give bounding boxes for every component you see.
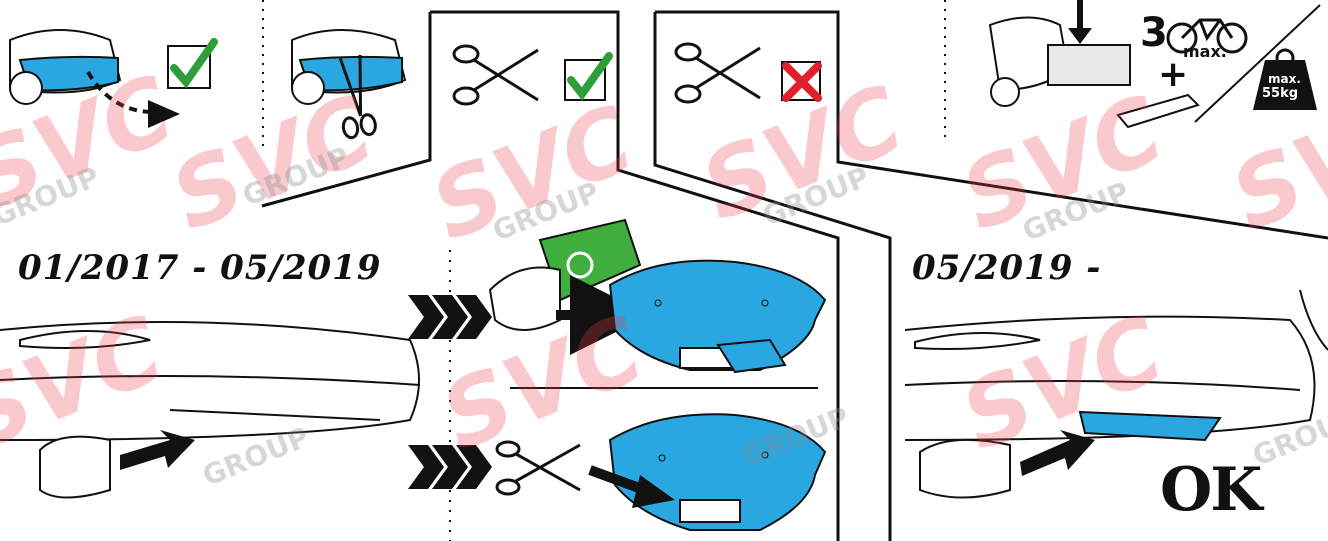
plus-sign: + <box>1158 54 1189 95</box>
rear-bumper-old <box>0 321 421 499</box>
chevrons-2 <box>408 445 492 489</box>
max-bikes-unit: max. <box>1183 42 1227 61</box>
date-range-new: 05/2019 - <box>912 248 1102 288</box>
checkmark-icon <box>564 52 613 101</box>
max-weight-label: max. <box>1268 72 1301 86</box>
bicycle-icon <box>1166 18 1248 54</box>
panel-frame-cut-no <box>655 10 1328 240</box>
blue-cover-piece-2 <box>608 413 827 531</box>
date-range-old: 01/2017 - 05/2019 <box>18 248 382 288</box>
max-weight-value: 55kg <box>1262 86 1299 101</box>
chevrons-1 <box>408 295 492 339</box>
car-rear-panel-1 <box>9 29 180 128</box>
euro-banknote <box>488 218 642 331</box>
scissors-icon <box>338 54 377 140</box>
car-rear-panel-2 <box>291 29 407 105</box>
carrier-platform <box>1116 93 1200 129</box>
cross-icon <box>781 61 822 102</box>
max-bikes-count: 3 <box>1140 10 1168 56</box>
ok-label: OK <box>1160 455 1262 525</box>
checkmark-icon <box>167 38 218 89</box>
car-with-bike-carrier <box>988 0 1131 107</box>
rear-bumper-new <box>904 289 1328 499</box>
blue-cover-piece-1 <box>608 259 827 374</box>
scissors-icon <box>495 440 581 496</box>
weight-icon <box>1253 48 1317 110</box>
scissors-icon <box>452 44 539 106</box>
panel-frame-cut-ok <box>430 10 840 541</box>
scissors-icon <box>674 42 761 104</box>
